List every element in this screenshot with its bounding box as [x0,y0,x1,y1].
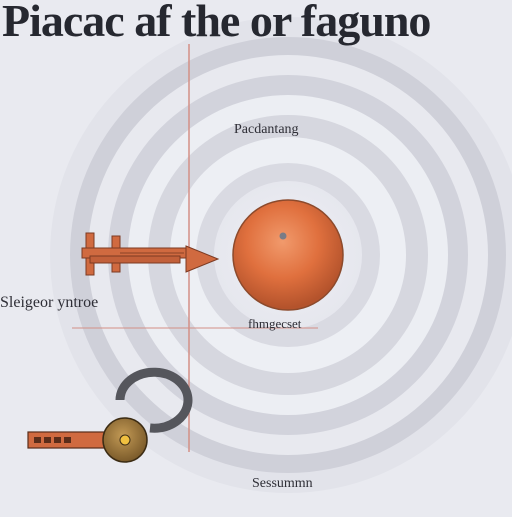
dial-hook-icon [115,367,193,433]
arrow-pointer [81,232,220,276]
sphere-dot [279,232,287,240]
dial-center-dot [119,434,131,446]
dial-bar-marks [34,437,71,443]
label-middle: fhmgecset [248,316,302,331]
label-bottom: Sessummn [252,476,313,491]
label-top: Pacdantang [234,122,299,137]
dial-key [27,367,193,463]
label-left: Sleigeor yntroe [0,294,99,311]
central-sphere [232,199,344,311]
diagram-title: Piacac af the or faguno [2,0,431,46]
